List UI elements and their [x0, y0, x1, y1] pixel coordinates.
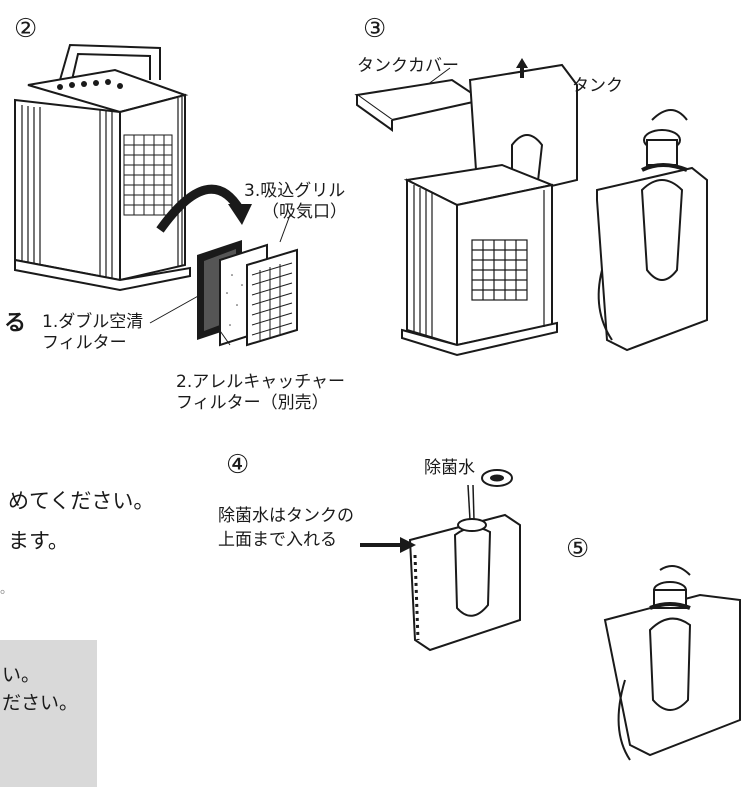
tank-cover-label: タンクカバー	[357, 56, 459, 76]
fill-level-arrow	[360, 537, 416, 553]
body-text-small: 。	[0, 582, 14, 597]
step-3-number: ③	[363, 14, 387, 44]
purifier-unit-illustration	[14, 43, 252, 292]
step3-illustration	[354, 58, 708, 357]
step-2-number: ②	[14, 14, 38, 44]
double-filter-label: 1.ダブル空清	[42, 312, 144, 332]
step-4-number: ④	[226, 450, 250, 480]
truncated-heading-text: る	[4, 311, 27, 336]
fill-instruction-line1: 除菌水はタンクの	[218, 506, 354, 526]
note-box: い。 ださい。	[0, 640, 97, 787]
suction-grill-label: 3.吸込グリル	[244, 181, 346, 201]
note-line1: い。	[2, 664, 41, 686]
filters-illustration	[197, 240, 298, 347]
disinfectant-label: 除菌水	[424, 458, 475, 478]
step5-tank-illustration	[603, 565, 741, 761]
suction-grill-sub-label: （吸気口）	[262, 202, 347, 222]
allergy-filter-label: 2.アレルキャッチャー	[176, 372, 346, 392]
fill-instruction-line2: 上面まで入れる	[218, 530, 337, 550]
step4-tank-illustration	[408, 469, 521, 652]
tank-label: タンク	[572, 76, 623, 96]
note-line2: ださい。	[2, 692, 79, 714]
body-text-line2: ます。	[8, 529, 69, 553]
step-5-number: ⑤	[566, 534, 590, 564]
allergy-filter-sub-label: フィルター（別売）	[176, 393, 329, 413]
double-filter-sub-label: フィルター	[42, 333, 127, 353]
body-text-line1: めてください。	[8, 489, 155, 513]
